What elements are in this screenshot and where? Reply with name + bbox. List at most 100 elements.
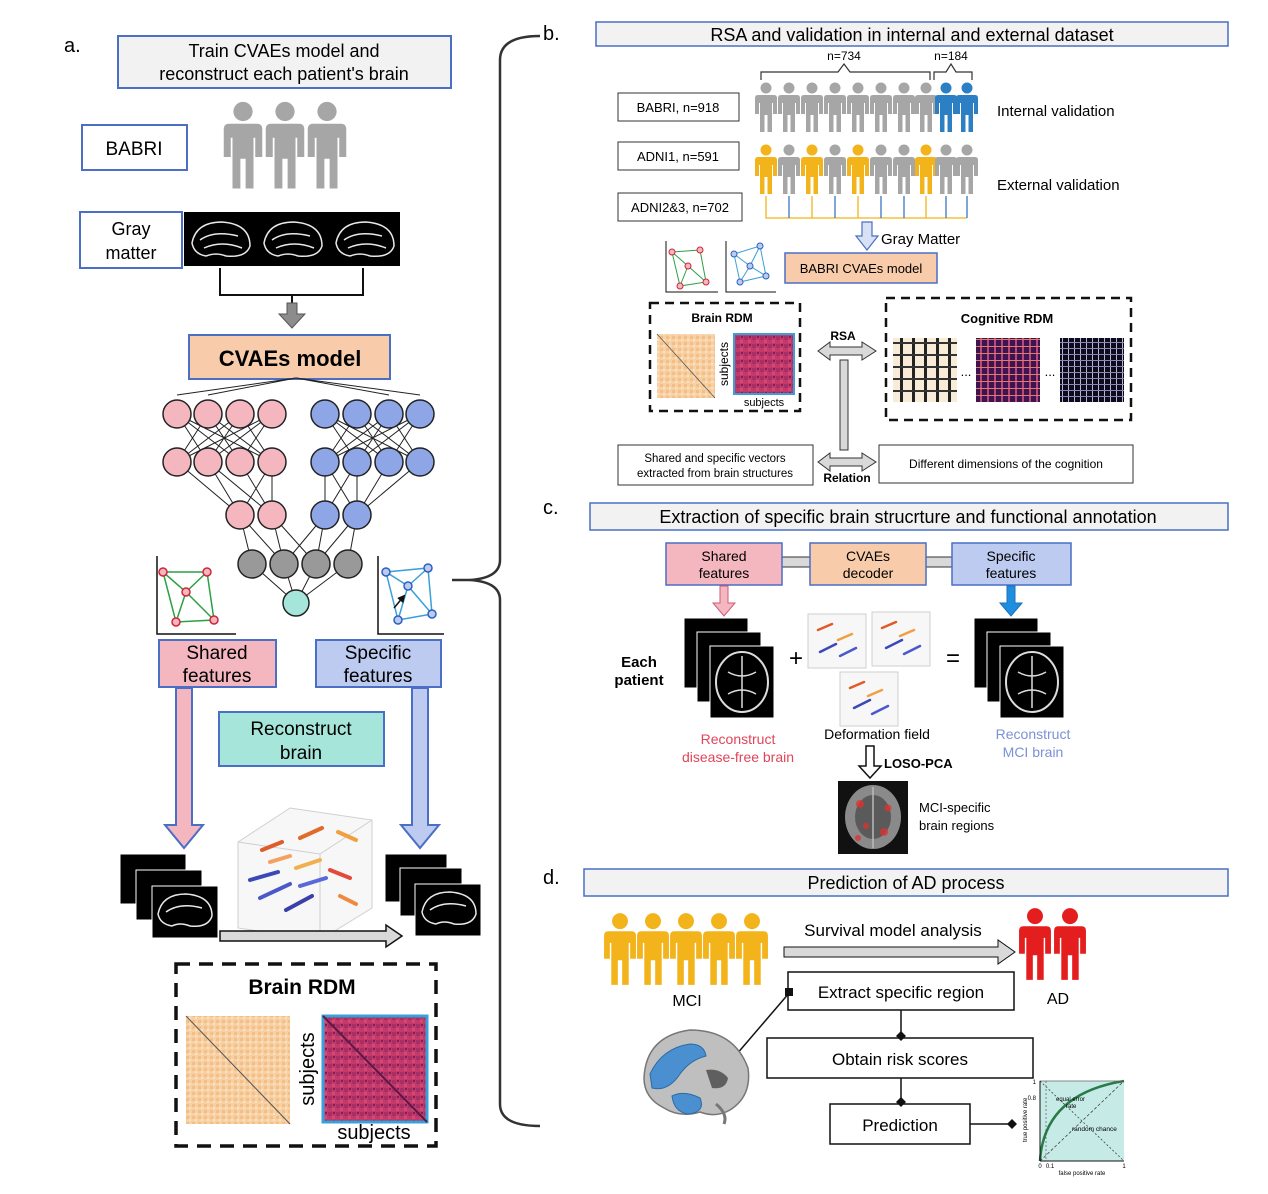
decoder-specific-link <box>925 556 953 568</box>
panel-c-specific-down-arrow <box>998 585 1024 617</box>
shared-features-plot-icon <box>156 556 236 635</box>
adni23-n-box <box>617 192 743 222</box>
mci-regions-line1: MCI-specific <box>919 800 991 815</box>
adni1-n-box <box>617 141 740 171</box>
babri-n-box <box>617 92 740 122</box>
panel-b-rdm-xlabel: subjects <box>744 397 785 409</box>
gray-matter-line1: Gray <box>111 219 150 239</box>
cognition-dimensions-label: Different dimensions of the cognition <box>909 457 1103 471</box>
panel-a-brace <box>469 34 541 1128</box>
gray-matter-mri-slices <box>184 212 400 266</box>
relation-label: Relation <box>823 471 870 485</box>
panel-c-specific-line1: Specific <box>986 548 1035 564</box>
roc-ylabel: true positive rate <box>1023 1097 1029 1142</box>
panel-b-brain-rdm-title: Brain RDM <box>691 311 752 325</box>
panel-c-decoder-box <box>809 542 927 586</box>
cognitive-rdm-title: Cognitive RDM <box>961 311 1053 326</box>
external-validation-people <box>755 144 978 194</box>
roc-x0-tick: 0 <box>1038 1164 1042 1170</box>
roc-y1-tick: 1 <box>1033 1080 1037 1086</box>
mci-regions-line2: brain regions <box>919 818 995 833</box>
roc-y08-tick: 0.8 <box>1028 1096 1037 1102</box>
panel-b: b. RSA and validation in internal and ex… <box>543 21 1229 486</box>
panel-b-magma-rdm-matrix <box>733 333 795 395</box>
mci-label: MCI <box>672 993 701 1010</box>
loso-pca-down-arrow <box>857 745 883 780</box>
panel-d-title: Prediction of AD process <box>807 873 1004 893</box>
recon-mci-line2: MCI brain <box>1003 744 1064 760</box>
babri-box <box>81 124 188 171</box>
shared-features-box <box>158 639 277 688</box>
reconstruct-brain-box <box>218 711 385 767</box>
babri-n-label: BABRI, n=918 <box>637 100 720 115</box>
plus-sign: + <box>789 645 803 672</box>
cvaes-model-label: CVAEs model <box>219 346 362 371</box>
specific-down-arrow <box>398 687 442 850</box>
panel-b-shared-plot-icon <box>665 241 718 293</box>
panel-a-title-line2: reconstruct each patient's brain <box>159 64 409 84</box>
gray-matter-down-arrow <box>854 221 880 251</box>
input-mri-stack <box>119 853 219 939</box>
specific-features-line2: features <box>344 666 413 687</box>
babri-cvaes-model-label: BABRI CVAEs model <box>800 261 923 276</box>
reconstruct-brain-line1: Reconstruct <box>250 719 352 740</box>
panel-a-title-line1: Train CVAEs model and <box>188 41 379 61</box>
panel-a-magma-rdm-diagonal <box>322 1015 428 1123</box>
roc-rate-label: rate <box>1066 1104 1077 1110</box>
panel-b-letter: b. <box>543 23 560 45</box>
deformation-field-label: Deformation field <box>824 726 930 742</box>
panel-c-shared-line2: features <box>699 565 750 581</box>
panel-c-letter: c. <box>543 497 559 519</box>
brain-sagittal-icon <box>643 1029 750 1125</box>
babri-cvaes-model-box <box>784 252 938 284</box>
extract-region-label: Extract specific region <box>818 983 984 1002</box>
n734-label: n=734 <box>827 49 861 63</box>
recon-disease-free-line1: Reconstruct <box>701 731 776 747</box>
panel-c-shared-down-arrow <box>711 585 737 617</box>
cvaes-model-box <box>188 334 391 380</box>
panel-b-rdm-ylabel: subjects <box>717 342 731 386</box>
shared-vectors-line1: Shared and specific vectors <box>644 453 786 465</box>
n184-label: n=184 <box>934 49 968 63</box>
ad-people-icon <box>1019 908 1086 980</box>
cognitive-rdm-matrix-3 <box>1060 338 1124 402</box>
relation-vertical-arrow <box>839 359 849 451</box>
rsa-double-arrow <box>817 341 877 361</box>
cognitive-ellipsis-2: ... <box>1045 364 1056 379</box>
roc-x01-tick: 0.1 <box>1046 1164 1055 1170</box>
rsa-label: RSA <box>830 329 856 343</box>
cognitive-rdm-matrix-1 <box>893 338 957 402</box>
panel-d-title-box <box>583 868 1229 897</box>
panel-c-decoder-line2: decoder <box>843 565 894 581</box>
panel-b-warm-rdm-diagonal <box>656 333 716 399</box>
recon-disease-free-line2: disease-free brain <box>682 749 794 765</box>
panel-c: c. Extraction of specific brain strucrtu… <box>543 497 1229 854</box>
panel-a-rdm-title: Brain RDM <box>248 976 355 999</box>
loso-pca-label: LOSO-PCA <box>884 756 953 771</box>
mci-specific-regions-image <box>838 781 908 854</box>
shared-decoder-link <box>781 556 811 568</box>
gray-matter-line2: matter <box>105 243 156 263</box>
panel-b-title-box <box>595 21 1229 47</box>
panel-c-title: Extraction of specific brain strucrture … <box>659 507 1156 527</box>
prediction-box <box>829 1103 971 1145</box>
panel-b-title: RSA and validation in internal and exter… <box>710 25 1113 45</box>
cognition-dimensions-box <box>878 444 1134 484</box>
mci-people-icon <box>604 913 768 985</box>
deformation-field-cube <box>237 807 373 941</box>
panel-a-warm-rdm-diagonal <box>185 1015 291 1125</box>
gray-matter-box <box>79 211 183 269</box>
specific-features-box <box>315 639 442 688</box>
panel-a-rdm-xlabel: subjects <box>337 1122 410 1144</box>
roc-random-chance-label: random chance <box>1072 1126 1117 1133</box>
internal-validation-label: Internal validation <box>997 103 1115 120</box>
roc-curve-chart: equal error rate random chance 1 0.8 0 0… <box>1023 1079 1126 1177</box>
panel-c-mci-mri-stack <box>973 617 1065 719</box>
relation-double-arrow <box>817 452 877 472</box>
specific-features-line1: Specific <box>345 643 412 664</box>
panel-b-specific-plot-icon <box>725 241 776 293</box>
deformation-field-cubes <box>807 611 931 727</box>
panel-c-shared-box <box>665 542 783 586</box>
adni1-n-label: ADNI1, n=591 <box>637 149 719 164</box>
